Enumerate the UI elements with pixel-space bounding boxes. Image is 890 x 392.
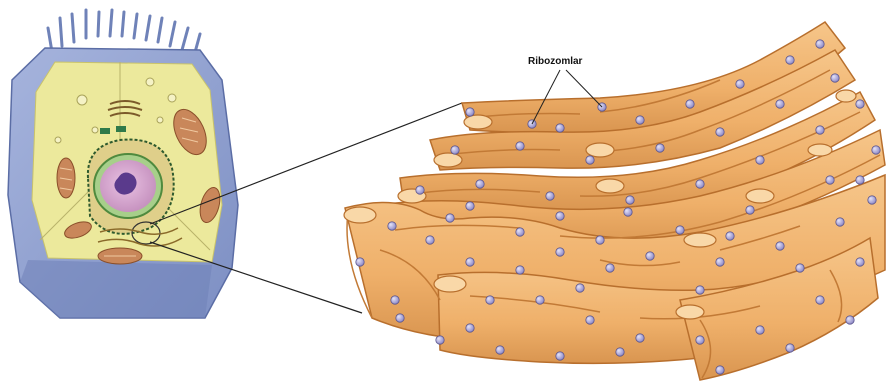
ribosome-label: Ribozomlar bbox=[528, 56, 583, 67]
ribosome-dot bbox=[466, 258, 474, 266]
ribosome-dot bbox=[516, 142, 524, 150]
ribosome-dot bbox=[696, 336, 704, 344]
ribosome-dot bbox=[624, 208, 632, 216]
ribosome-dot bbox=[786, 344, 794, 352]
ribosome-dot bbox=[776, 242, 784, 250]
ribosome-dot bbox=[536, 296, 544, 304]
cell-shadow bbox=[20, 260, 212, 318]
ribosome-dot bbox=[476, 180, 484, 188]
centriole bbox=[116, 126, 126, 132]
ribosome-dot bbox=[816, 40, 824, 48]
ribosome-dot bbox=[391, 296, 399, 304]
ribosome-dot bbox=[856, 100, 864, 108]
ribosome-dot bbox=[556, 352, 564, 360]
ribosome-dot bbox=[776, 100, 784, 108]
ribosome-dot bbox=[836, 218, 844, 226]
ribosome-dot bbox=[831, 74, 839, 82]
ribosome-dot bbox=[816, 296, 824, 304]
ribosome-dot bbox=[388, 222, 396, 230]
ribosome-dot bbox=[446, 214, 454, 222]
ribosome-dot bbox=[746, 206, 754, 214]
centriole bbox=[100, 128, 110, 134]
ribosome-dot bbox=[696, 286, 704, 294]
ribosome-dot bbox=[576, 284, 584, 292]
ribosome-dot bbox=[466, 108, 474, 116]
ribosome-dot bbox=[676, 226, 684, 234]
ribosome-dot bbox=[486, 296, 494, 304]
ribosome-dot bbox=[756, 326, 764, 334]
ribosome-dot bbox=[716, 128, 724, 136]
ribosome-dot bbox=[426, 236, 434, 244]
ribosome-dot bbox=[686, 100, 694, 108]
ribosome-dot bbox=[356, 258, 364, 266]
ribosome-dot bbox=[436, 336, 444, 344]
ribosome-dot bbox=[786, 56, 794, 64]
ribosome-dot bbox=[586, 156, 594, 164]
ribosome-dot bbox=[396, 314, 404, 322]
ribosome-dot bbox=[546, 192, 554, 200]
ribosome-dot bbox=[646, 252, 654, 260]
ribosome-dot bbox=[726, 232, 734, 240]
ribosome-dot bbox=[606, 264, 614, 272]
ribosome-dot bbox=[636, 334, 644, 342]
ribosome-dot bbox=[736, 80, 744, 88]
ribosome-dot bbox=[516, 266, 524, 274]
ribosome-dot bbox=[826, 176, 834, 184]
ribosome-dot bbox=[556, 212, 564, 220]
ribosome-dot bbox=[466, 202, 474, 210]
cell bbox=[8, 10, 238, 318]
ribosome-dot bbox=[856, 258, 864, 266]
ribosome-dot bbox=[626, 196, 634, 204]
rough-endoplasmic-reticulum bbox=[344, 22, 885, 380]
ribosome-dot bbox=[616, 348, 624, 356]
ribosome-dot bbox=[586, 316, 594, 324]
ribosome-dot bbox=[796, 264, 804, 272]
ribosome-dot bbox=[466, 324, 474, 332]
ribosome-dot bbox=[556, 124, 564, 132]
ribosome-dot bbox=[656, 144, 664, 152]
ribosome-dot bbox=[872, 146, 880, 154]
ribosome-dot bbox=[496, 346, 504, 354]
ribosome-dot bbox=[556, 248, 564, 256]
ribosome-dot bbox=[756, 156, 764, 164]
ribosome-dot bbox=[716, 258, 724, 266]
ribosome-dot bbox=[451, 146, 459, 154]
ribosome-dot bbox=[816, 126, 824, 134]
ribosome-dot bbox=[856, 176, 864, 184]
ribosome-dot bbox=[868, 196, 876, 204]
ribosome-dot bbox=[846, 316, 854, 324]
ribosome-dot bbox=[716, 366, 724, 374]
ribosome-dot bbox=[596, 236, 604, 244]
ribosome-dot bbox=[516, 228, 524, 236]
ribosome-dot bbox=[416, 186, 424, 194]
ribosome-dot bbox=[636, 116, 644, 124]
ribosome-dot bbox=[696, 180, 704, 188]
